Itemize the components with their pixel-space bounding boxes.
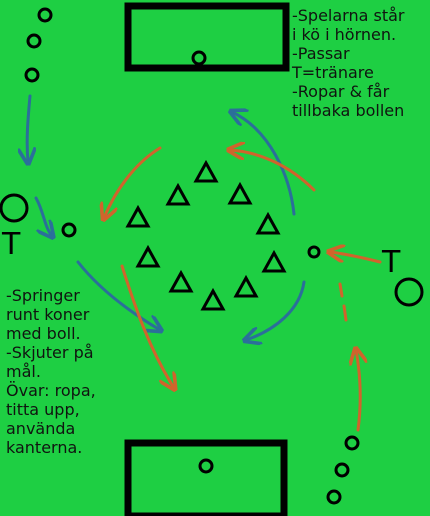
pass-arrows: [104, 146, 382, 432]
queue-player: [326, 489, 342, 505]
cone: [261, 249, 287, 273]
queue-player: [26, 33, 42, 49]
cone: [255, 211, 281, 235]
queue-player: [344, 435, 360, 451]
queue-player: [37, 7, 53, 23]
trainer-right-label: T: [382, 245, 401, 280]
note-line: Övar: ropa,: [6, 381, 96, 400]
run-arrows: [27, 94, 306, 340]
trainer-left-player: [0, 193, 29, 223]
run-arrow-left-dribble: [76, 260, 160, 330]
note-line: -Spelarna står: [292, 6, 405, 25]
note-line: runt koner: [6, 305, 90, 324]
pass-arrow-left-down: [120, 264, 174, 388]
cone: [165, 182, 191, 206]
cone: [168, 269, 194, 293]
note-line: -Passar: [292, 44, 350, 63]
player-queue-right: [326, 435, 360, 505]
note-line: -Springer: [6, 286, 80, 305]
cone: [200, 287, 226, 311]
cone: [125, 204, 151, 228]
goal-bottom: [124, 439, 288, 516]
player-queue-left: [24, 7, 53, 83]
pass-arrow-queue-right: [356, 350, 360, 432]
note-line: i kö i hörnen.: [292, 25, 397, 44]
goal-top: [124, 2, 290, 72]
note-bottom-left: -Springer runt koner med boll. -Skjuter …: [6, 286, 96, 457]
note-line: tillbaka bollen: [292, 101, 405, 120]
ball-bottom-goal: [198, 458, 214, 474]
note-top-right: -Spelarna står i kö i hörnen. -Passar T=…: [292, 6, 405, 120]
cone-ring: [125, 159, 287, 311]
pass-arrow-dashed: [338, 282, 348, 322]
note-line: -Ropar & får: [292, 82, 390, 101]
note-line: -Skjuter på: [6, 343, 94, 362]
run-arrow-right-up: [232, 112, 296, 216]
note-line: mål.: [6, 362, 41, 381]
pass-arrow-to-ball-right: [330, 252, 382, 264]
cone: [193, 159, 219, 183]
cone: [233, 274, 259, 298]
note-line: med boll.: [6, 324, 81, 343]
queue-player: [334, 462, 350, 478]
cone: [135, 244, 161, 268]
run-arrow-queue-left: [27, 94, 30, 162]
ball-left: [61, 222, 77, 238]
note-line: T=tränare: [292, 63, 374, 82]
cone: [227, 181, 253, 205]
run-arrow-to-ball-left: [34, 196, 52, 236]
note-line: använda: [6, 419, 76, 438]
ball-top-goal: [191, 50, 207, 66]
queue-player: [24, 67, 40, 83]
ball-right: [307, 245, 321, 259]
note-line: kanterna.: [6, 438, 83, 457]
trainer-left-label: T: [2, 227, 21, 262]
run-arrow-right-dribble: [246, 280, 306, 340]
pass-arrow-left-top: [104, 146, 162, 218]
pass-arrow-right-top: [230, 150, 316, 192]
note-line: titta upp,: [6, 400, 80, 419]
trainer-right-player: [394, 277, 424, 307]
